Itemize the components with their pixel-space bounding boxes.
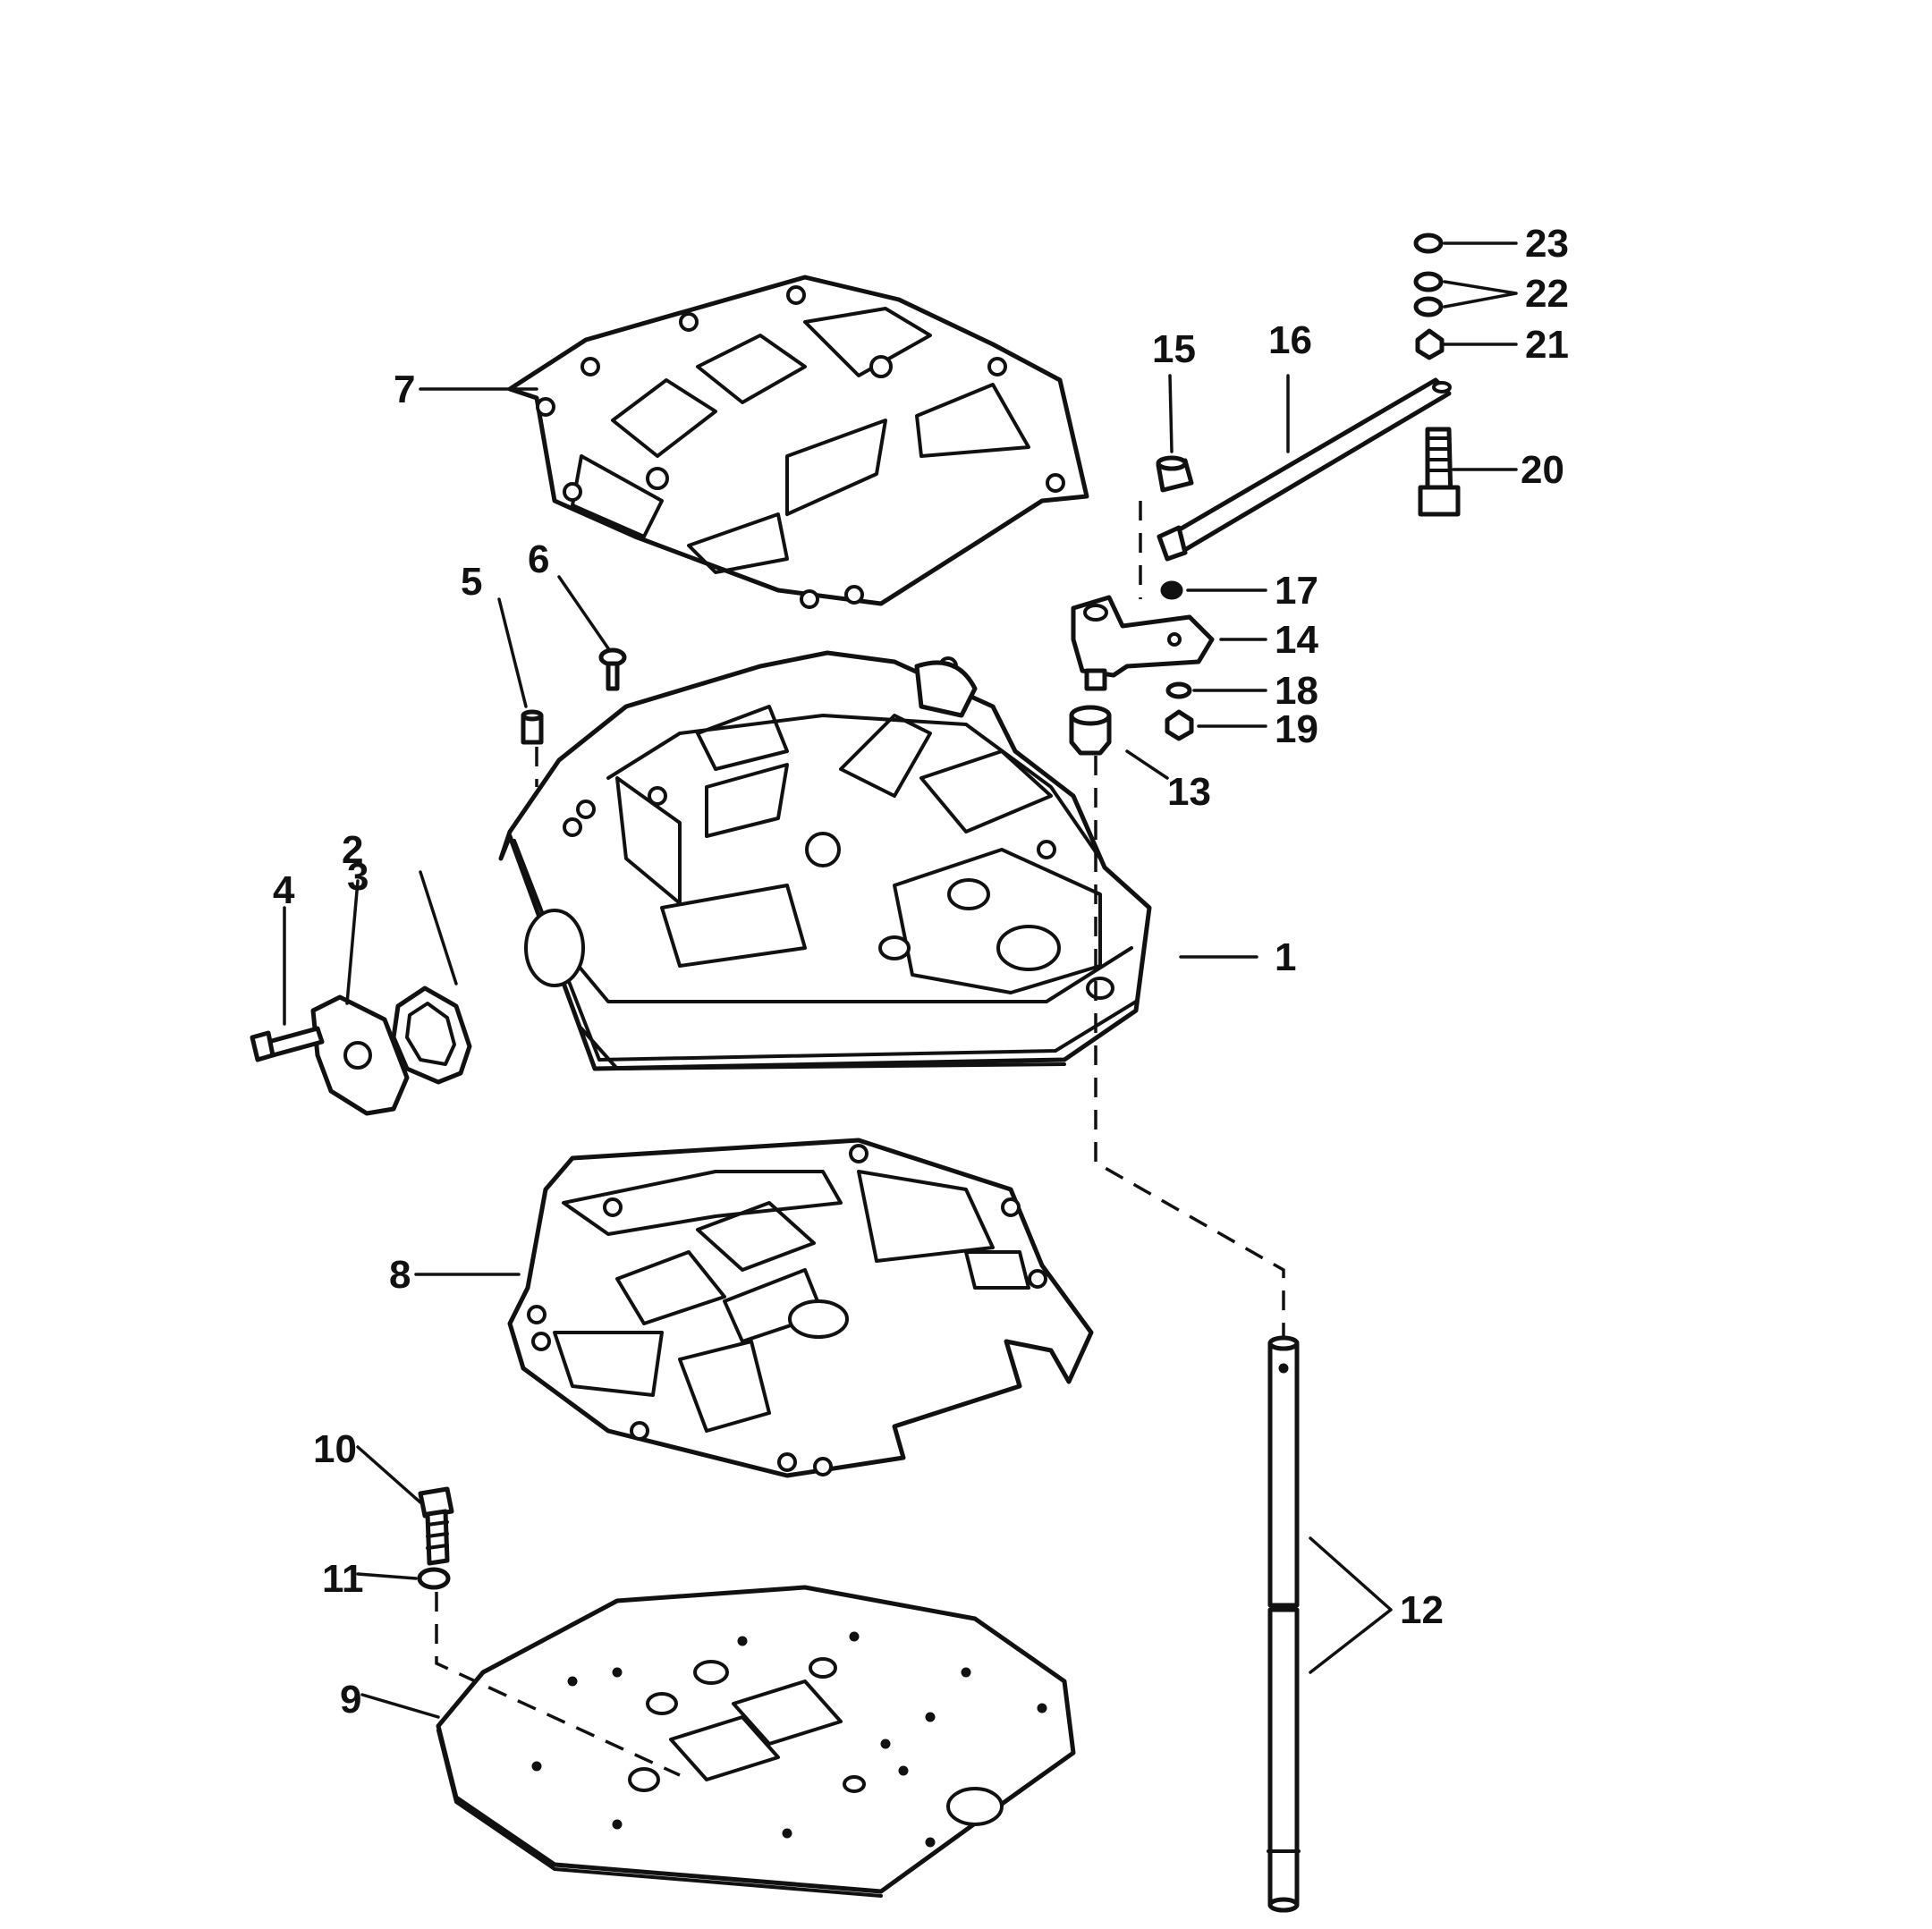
callout-1: 1 [1275, 935, 1296, 979]
part-17 [1160, 580, 1183, 600]
part-14-lever [1071, 595, 1215, 691]
callout-22: 22 [1525, 272, 1569, 316]
leader-lines [283, 241, 1518, 1719]
part-9-plate [436, 1585, 1076, 1898]
part-3-cover [310, 994, 410, 1116]
callout-5: 5 [461, 560, 482, 604]
callout-10: 10 [313, 1427, 357, 1471]
callout-16: 16 [1268, 318, 1312, 362]
part-2-gasket [391, 986, 472, 1085]
part-5-dowel [521, 709, 544, 745]
callout-17: 17 [1275, 569, 1318, 613]
part-8-lower-gasket [507, 1138, 1094, 1478]
callout-15: 15 [1152, 327, 1196, 371]
part-7-upper-gasket [507, 275, 1089, 609]
callout-12: 12 [1400, 1588, 1444, 1632]
callout-13: 13 [1167, 770, 1211, 814]
part-13-bushing [1069, 705, 1112, 756]
part-16-link-rod [1157, 377, 1452, 562]
callout-21: 21 [1525, 323, 1569, 367]
callout-7: 7 [394, 368, 415, 411]
part-6-screw [598, 647, 627, 691]
callout-4: 4 [273, 868, 295, 912]
callout-18: 18 [1275, 669, 1318, 713]
part-4-bolt [250, 1026, 325, 1062]
callout-8: 8 [389, 1253, 411, 1297]
part-21-nut [1415, 328, 1445, 360]
part-10-bolt [418, 1486, 454, 1566]
alignment-lines [435, 501, 1285, 1777]
callout-3: 3 [347, 855, 369, 899]
callout-23: 23 [1525, 222, 1569, 266]
part-11-washer [417, 1567, 451, 1590]
part-20-stud [1418, 427, 1461, 517]
callout-6: 6 [528, 537, 549, 581]
part-22-washers [1413, 271, 1444, 317]
callout-19: 19 [1275, 707, 1318, 751]
callout-20: 20 [1521, 448, 1564, 492]
callout-14: 14 [1275, 618, 1318, 662]
part-15-pin [1156, 455, 1194, 493]
callout-labels: 1 2 3 4 5 6 7 8 9 10 11 12 13 14 15 16 1… [273, 222, 1569, 1722]
part-1-cover-housing [498, 650, 1152, 1071]
part-23-cap [1413, 233, 1444, 254]
part-12-rods [1267, 1335, 1301, 1913]
callout-2: 2 [342, 828, 363, 872]
callout-11: 11 [322, 1557, 364, 1601]
callout-9: 9 [340, 1678, 361, 1722]
part-19-nut [1165, 709, 1194, 741]
part-18-washer [1165, 681, 1192, 699]
